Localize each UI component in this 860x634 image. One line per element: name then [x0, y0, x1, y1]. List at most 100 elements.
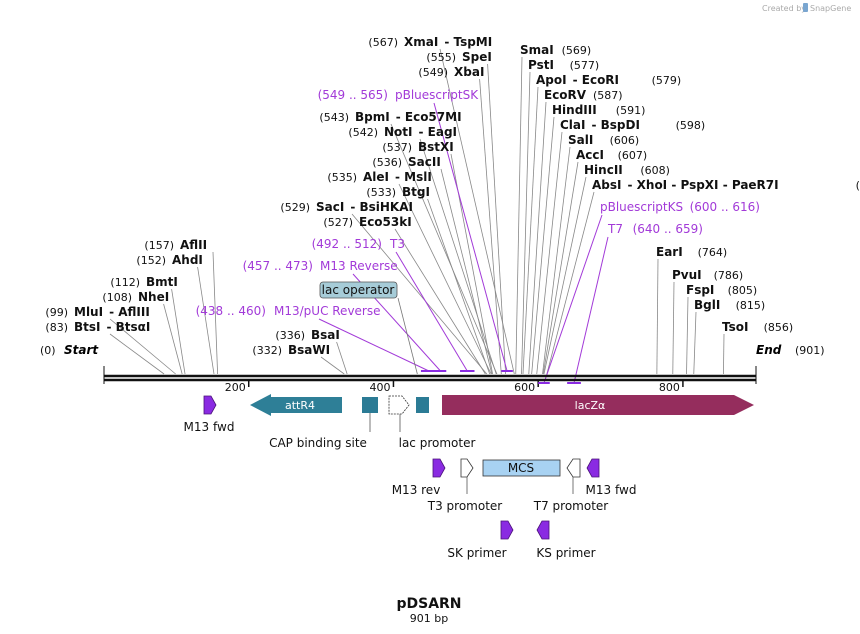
- enzyme-label[interactable]: (567)XmaI- TspMI: [368, 35, 492, 49]
- enzyme-name-primary: FspI: [686, 283, 714, 297]
- enzyme-label[interactable]: (569)SmaI: [520, 43, 591, 57]
- primer-site-label[interactable]: pBluescriptKS(600 .. 616): [600, 200, 760, 214]
- lac-operator-callout[interactable]: lac operator: [319, 281, 398, 299]
- enzyme-label[interactable]: (542)NotI- EagI: [348, 125, 457, 139]
- restriction-enzyme-labels: (567)XmaI- TspMI(555)SpeI(549)XbaI (543)B…: [45, 35, 860, 357]
- primer-site-brackets: [420, 370, 581, 384]
- enzyme-connector: [479, 78, 502, 375]
- enzyme-label[interactable]: (577)PstI: [528, 58, 599, 72]
- enzyme-name-primary: AccI: [576, 148, 604, 162]
- lac-operator-label: lac operator: [322, 283, 395, 297]
- enzyme-connector: [723, 333, 725, 375]
- enzyme-label[interactable]: (579)ApoI- EcoRI: [536, 73, 681, 87]
- enzyme-connector: [522, 86, 539, 375]
- enzyme-name-isoschizomers: - EagI: [419, 125, 458, 139]
- m13-fwd-primer-icon[interactable]: [203, 395, 217, 415]
- enzyme-label[interactable]: (537)BstXI: [382, 140, 453, 154]
- enzyme-label[interactable]: (598)ClaI- BspDI: [560, 118, 705, 132]
- enzyme-label[interactable]: (332)BsaWI: [252, 343, 330, 357]
- primer-site-label[interactable]: T7(640 .. 659): [607, 222, 703, 236]
- attr4-feature[interactable]: [250, 394, 342, 416]
- enzyme-connector: [542, 146, 571, 375]
- enzyme-label[interactable]: (99)MluI- AflIII: [45, 305, 149, 319]
- enzyme-label[interactable]: (856)TsoI: [722, 320, 793, 334]
- enzyme-label[interactable]: (152)AhdI: [136, 253, 202, 267]
- enzyme-connector: [419, 138, 497, 375]
- enzyme-name-primary: BsaI: [311, 328, 340, 342]
- lacz-alpha-feature[interactable]: [442, 395, 754, 415]
- start-position: (0): [40, 344, 56, 357]
- enzyme-position: (612): [856, 179, 860, 192]
- sequence-backbone: [103, 366, 757, 384]
- enzyme-label[interactable]: (815)BglI: [694, 298, 765, 312]
- primer-site-label[interactable]: (457 .. 473)M13 Reverse: [243, 259, 398, 273]
- enzyme-name: NheI: [138, 290, 169, 304]
- enzyme-label[interactable]: (108)NheI: [102, 290, 169, 304]
- enzyme-connector: [693, 311, 697, 375]
- enzyme-label[interactable]: (336)BsaI: [275, 328, 339, 342]
- enzyme-connector: [521, 71, 531, 375]
- t3-promoter-feature[interactable]: [460, 458, 474, 478]
- connector-lines: [109, 48, 725, 384]
- enzyme-label[interactable]: (549)XbaI: [418, 65, 484, 79]
- enzyme-position: (535): [327, 171, 357, 184]
- enzyme-name: BtgI: [402, 185, 430, 199]
- enzyme-label[interactable]: (612)AbsI- XhoI - PspXI - PaeR7I: [592, 178, 860, 192]
- enzyme-name: XmaI- TspMI: [404, 35, 492, 49]
- enzyme-label[interactable]: (764)EarI: [656, 245, 727, 259]
- enzyme-label[interactable]: (533)BtgI: [366, 185, 430, 199]
- lac-operator-feature[interactable]: [416, 397, 429, 413]
- enzyme-label[interactable]: (529)SacI- BsiHKAI: [280, 200, 413, 214]
- enzyme-name-primary: HincII: [584, 163, 623, 177]
- enzyme-position: (332): [252, 344, 282, 357]
- enzyme-name: PstI: [528, 58, 554, 72]
- enzyme-label[interactable]: (786)PvuI: [672, 268, 743, 282]
- enzyme-label[interactable]: (535)AleI- MslI: [327, 170, 431, 184]
- enzyme-position: (537): [382, 141, 412, 154]
- t7-promoter-feature[interactable]: [566, 458, 581, 478]
- enzyme-name-primary: XmaI: [404, 35, 438, 49]
- sk-primer-icon[interactable]: [500, 520, 514, 540]
- m13-rev-primer-icon[interactable]: [432, 458, 446, 478]
- primer-site-connector: [543, 214, 603, 384]
- enzyme-label[interactable]: (83)BtsI- BtsαI: [45, 320, 150, 334]
- enzyme-name-primary: SmaI: [520, 43, 554, 57]
- t3-promoter-label: T3 promoter: [427, 499, 503, 513]
- enzyme-label[interactable]: (112)BmtI: [110, 275, 177, 289]
- primer-site-label[interactable]: (492 .. 512)T3: [312, 237, 405, 251]
- enzyme-label[interactable]: (606)SalI: [568, 133, 639, 147]
- enzyme-label[interactable]: (527)Eco53kI: [323, 215, 411, 229]
- enzyme-label[interactable]: (608)HincII: [584, 163, 670, 177]
- ks-primer-icon[interactable]: [536, 520, 550, 540]
- enzyme-label[interactable]: (555)SpeI: [426, 50, 491, 64]
- enzyme-name-primary: BtsI: [74, 320, 101, 334]
- primer-binding-labels: (549 .. 565)pBluescriptSK (492 .. 512)T3 (…: [196, 88, 760, 318]
- cap-binding-site-feature[interactable]: [362, 397, 378, 413]
- m13-fwd-primer-icon-2[interactable]: [586, 458, 600, 478]
- snapgene-credit: Created by SnapGene: [762, 3, 851, 13]
- enzyme-position: (856): [764, 321, 794, 334]
- enzyme-connector: [351, 213, 488, 375]
- enzyme-name-primary: AflII: [180, 238, 207, 252]
- enzyme-name: SpeI: [462, 50, 492, 64]
- enzyme-connector: [398, 183, 492, 375]
- enzyme-name-primary: NotI: [384, 125, 413, 139]
- primer-site-label[interactable]: (549 .. 565)pBluescriptSK: [318, 88, 480, 102]
- enzyme-label[interactable]: (805)FspI: [686, 283, 757, 297]
- lac-promoter-feature[interactable]: [388, 395, 410, 415]
- enzyme-label[interactable]: (607)AccI: [576, 148, 647, 162]
- enzyme-connector: [536, 131, 563, 375]
- primer-site-label[interactable]: (438 .. 460)M13/pUC Reverse: [196, 304, 381, 318]
- primer-site-name: pBluescriptSK: [395, 88, 479, 102]
- enzyme-label[interactable]: (591)HindIII: [552, 103, 645, 117]
- enzyme-name-primary: MluI: [74, 305, 103, 319]
- enzyme-label[interactable]: (157)AflII: [144, 238, 207, 252]
- mcs-feature[interactable]: [482, 459, 561, 477]
- primer-site-name: T7: [607, 222, 623, 236]
- enzyme-label[interactable]: (587)EcoRV: [544, 88, 623, 102]
- enzyme-name: AccI: [576, 148, 604, 162]
- enzyme-label[interactable]: (536)SacII: [372, 155, 440, 169]
- cap-binding-site-label: CAP binding site: [269, 436, 367, 450]
- enzyme-name: BtsI- BtsαI: [74, 320, 150, 334]
- enzyme-label[interactable]: (543)BpmI- Eco57MI: [319, 110, 461, 124]
